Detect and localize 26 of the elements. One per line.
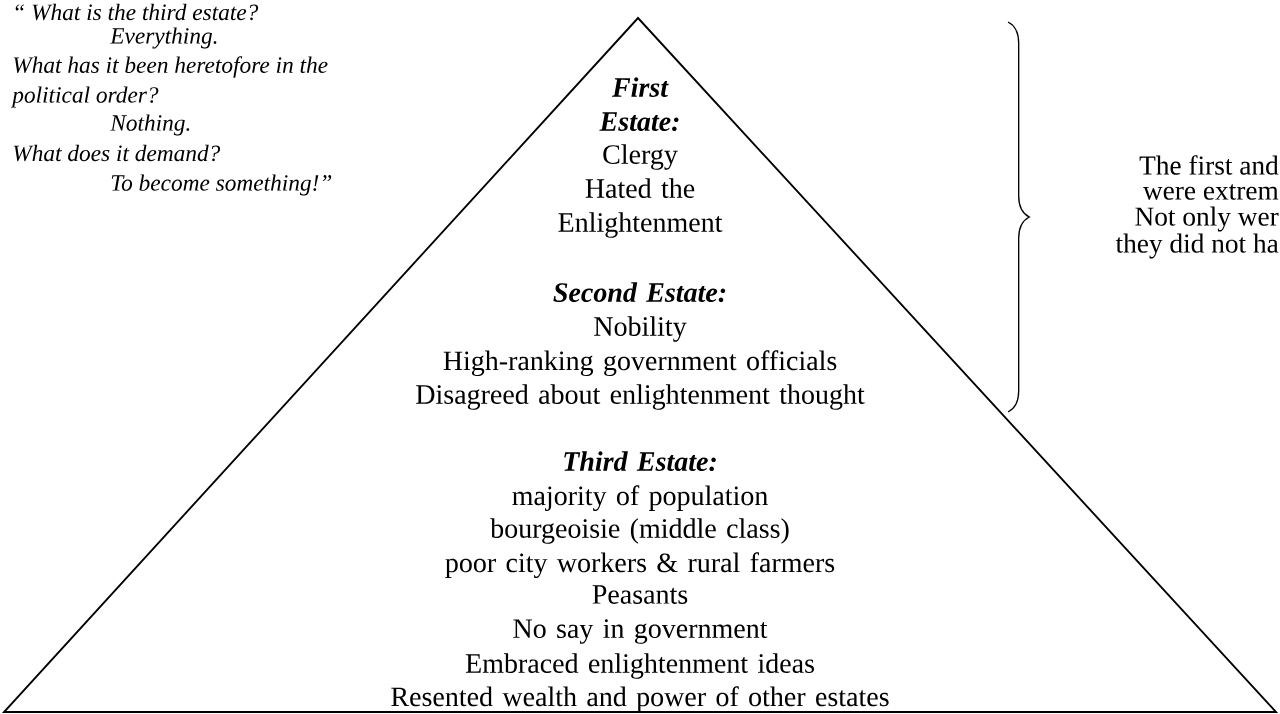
quote-line: political order? xyxy=(10,86,159,108)
estate-heading: First Estate: xyxy=(599,77,679,132)
estate-text: No say in government xyxy=(513,619,768,644)
note-text: they did not ha xyxy=(1115,233,1279,259)
note-text: Not only wer xyxy=(1135,206,1279,232)
estate-heading: Third Estate: xyxy=(564,451,716,472)
estate-text: Nobility xyxy=(594,316,687,342)
estate-text: majority of population xyxy=(512,485,768,512)
estate-text: Disagreed about enlightenment thought xyxy=(416,384,865,410)
note-text: were extrem xyxy=(1142,184,1279,200)
estate-text: poor city workers & rural farmers xyxy=(445,552,835,579)
estate-text: High-ranking government officials xyxy=(443,350,837,377)
estate-text: Hated the Enlightenment xyxy=(558,178,723,238)
estate-heading: Second Estate: xyxy=(553,282,726,303)
estate-text: Peasants xyxy=(592,585,688,604)
quote-line: To become something!” xyxy=(111,174,332,196)
quote-line: Nothing. xyxy=(110,114,190,136)
quote-line: Everything. xyxy=(110,27,217,49)
quote-line: “ What is the third estate? xyxy=(15,3,259,21)
estate-text: Clergy xyxy=(603,144,678,170)
estate-text: Embraced enlightenment ideas xyxy=(465,653,814,679)
estate-text: bourgeoisie (middle class) xyxy=(490,518,789,544)
quote-line: What does it demand? xyxy=(13,144,221,162)
quote-line: What has it been heretofore in the xyxy=(13,56,328,78)
estate-text: Resented wealth and power of other estates xyxy=(391,686,889,712)
note-text: The first and xyxy=(1139,155,1279,175)
